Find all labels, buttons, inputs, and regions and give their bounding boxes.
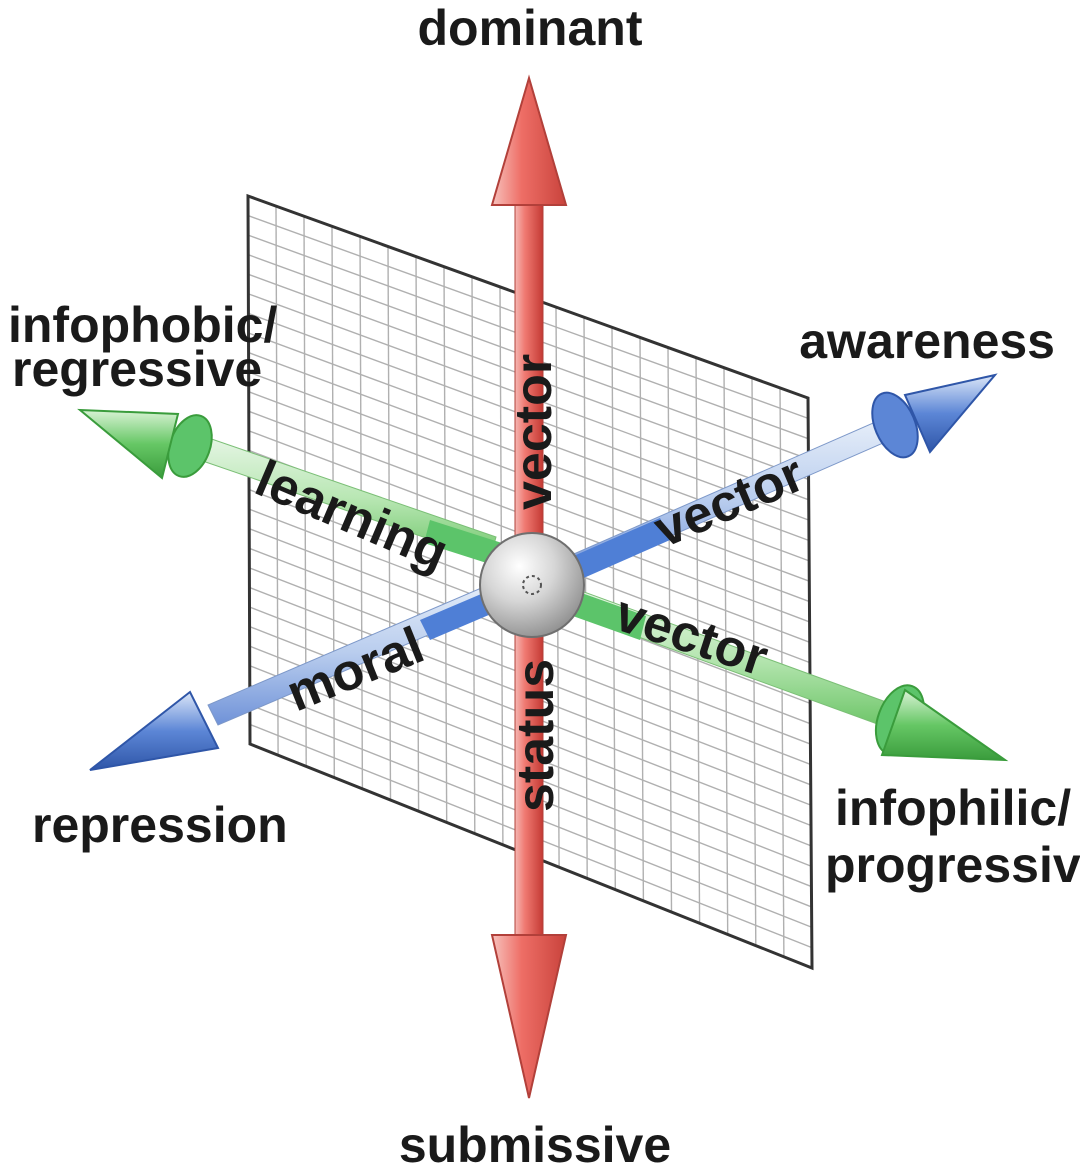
label-dominant: dominant [418,0,643,56]
center-sphere [479,532,585,638]
moral-axis-upper-right [559,373,998,584]
label-submissive: submissive [399,1117,671,1172]
status-arrowhead-down [490,934,568,1099]
status-arrowhead-up [490,74,568,206]
moral-arrowhead-upper-right [903,373,998,454]
label-infophobic: infophobic/ [8,297,277,353]
status-axis [490,74,568,1099]
learning-axis-upper-left [77,408,502,566]
label-repression: repression [32,797,288,853]
learning-axis-shaft-inner-left [424,520,502,566]
label-awareness: awareness [799,313,1055,369]
label-regressive: regressive [12,341,262,397]
label-infophilic: infophilic/ [835,780,1071,836]
moral-axis-shaft-inner-upper [560,518,670,584]
vector-label-vertical-lower: status [507,659,565,812]
status-axis-shaft-upper [514,199,544,551]
learning-arrowhead-upper-left [77,408,180,480]
grid-plane-border [246,193,814,971]
vector-label-vertical-upper: vector [505,354,563,510]
label-progressive: progressive [825,837,1080,893]
center-origin-marker [522,575,542,595]
moral-arrow-collar-upper [871,391,919,459]
moral-arrowhead-lower-left [89,690,220,771]
learning-arrowhead-lower-right [880,688,1009,762]
